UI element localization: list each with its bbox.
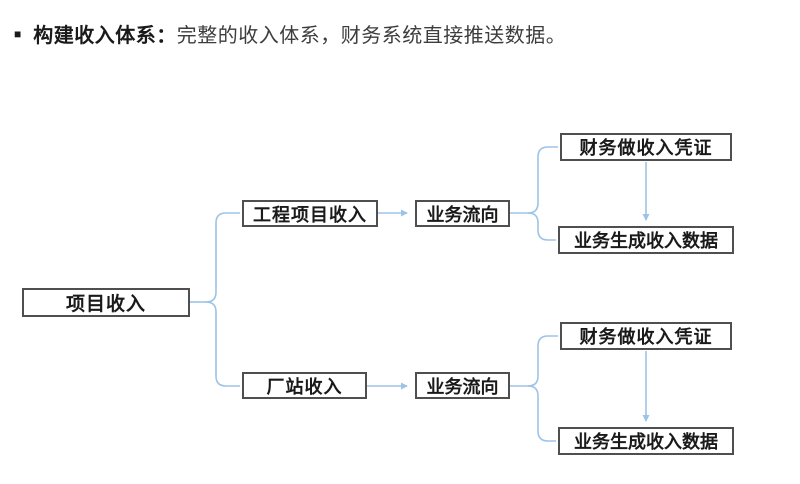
node-finance-voucher-top: 财务做收入凭证 [560, 133, 732, 161]
node-business-flow-top: 业务流向 [415, 200, 510, 227]
connector-flowtop-to-data [527, 212, 556, 241]
node-project-revenue: 项目收入 [22, 288, 190, 317]
connector-flowbottom-to-voucher [527, 335, 558, 387]
connector-root-to-engineering [205, 212, 240, 303]
bullet-square-icon: ■ [14, 26, 22, 41]
connector-root-to-plant [205, 301, 240, 387]
node-plant-station-revenue: 厂站收入 [242, 372, 367, 399]
connector-flowtop-to-voucher [527, 146, 558, 214]
node-business-data-bottom: 业务生成收入数据 [558, 427, 734, 455]
heading-title: 构建收入体系： [33, 25, 177, 47]
node-business-flow-bottom: 业务流向 [415, 372, 510, 399]
connector-flowbottom-to-data [527, 385, 556, 442]
node-engineering-project-revenue: 工程项目收入 [242, 200, 378, 227]
node-finance-voucher-bottom: 财务做收入凭证 [560, 322, 732, 350]
heading: ■ 构建收入体系： 完整的收入体系，财务系统直接推送数据。 [14, 19, 566, 48]
node-business-data-top: 业务生成收入数据 [558, 226, 734, 254]
heading-description: 完整的收入体系，财务系统直接推送数据。 [176, 25, 567, 47]
